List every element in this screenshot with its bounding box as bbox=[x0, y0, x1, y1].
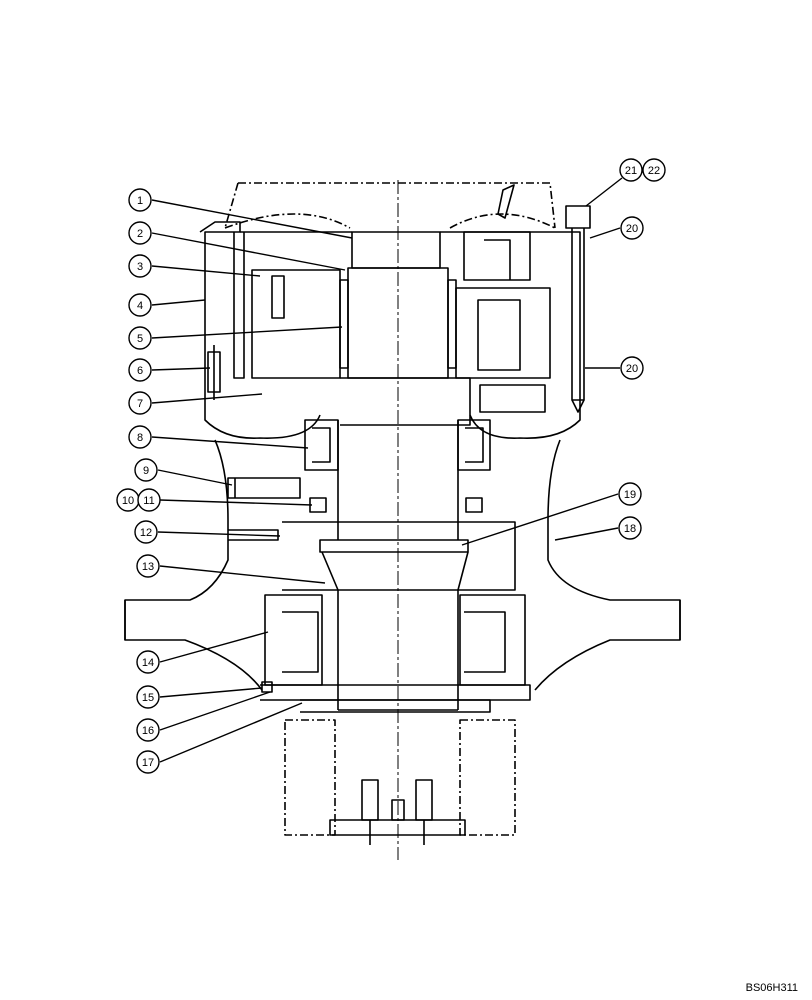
callout-7: 7 bbox=[128, 391, 263, 415]
svg-text:9: 9 bbox=[143, 465, 149, 477]
svg-text:11: 11 bbox=[143, 495, 154, 507]
svg-text:5: 5 bbox=[137, 333, 143, 345]
svg-text:15: 15 bbox=[142, 692, 154, 704]
svg-text:8: 8 bbox=[137, 432, 143, 444]
planet-gear-right bbox=[455, 287, 551, 379]
svg-text:22: 22 bbox=[648, 165, 660, 177]
oil-seal-left bbox=[309, 497, 327, 513]
svg-text:7: 7 bbox=[137, 398, 143, 410]
svg-text:10: 10 bbox=[122, 495, 134, 507]
callout-10: 10 bbox=[116, 488, 140, 512]
callout-8: 8 bbox=[128, 425, 309, 449]
retainer-ring bbox=[260, 684, 531, 701]
callout-21: 21 bbox=[585, 158, 643, 207]
callout-18: 18 bbox=[554, 516, 642, 541]
callout-15: 15 bbox=[136, 685, 263, 709]
svg-text:20: 20 bbox=[626, 363, 638, 375]
right-bolt-tip bbox=[571, 399, 585, 413]
svg-text:3: 3 bbox=[137, 261, 143, 273]
svg-text:17: 17 bbox=[142, 757, 154, 769]
callout-1: 1 bbox=[128, 188, 353, 239]
right-bolt-shank bbox=[571, 228, 585, 401]
o-ring-left bbox=[261, 681, 273, 693]
svg-text:6: 6 bbox=[137, 365, 143, 377]
svg-text:20: 20 bbox=[626, 223, 638, 235]
callout-22: 22 bbox=[642, 158, 666, 182]
callout-14: 14 bbox=[136, 631, 269, 674]
carrier-lower-flange bbox=[479, 384, 546, 413]
callout-17: 17 bbox=[136, 702, 303, 774]
level-plug bbox=[228, 529, 279, 541]
callout-11: 11 bbox=[137, 488, 313, 512]
svg-text:14: 14 bbox=[142, 657, 154, 669]
shaft-bolt-left bbox=[361, 779, 379, 845]
svg-text:16: 16 bbox=[142, 725, 154, 737]
svg-text:21: 21 bbox=[625, 165, 637, 177]
svg-text:18: 18 bbox=[624, 523, 636, 535]
upper-housing-right bbox=[469, 231, 581, 439]
output-shaft bbox=[321, 551, 469, 710]
oil-seal-right bbox=[465, 497, 483, 513]
svg-text:4: 4 bbox=[137, 300, 143, 312]
callout-2: 2 bbox=[128, 221, 346, 271]
upper-planet bbox=[463, 231, 531, 281]
sun-gear-teeth-right bbox=[447, 279, 457, 369]
callout-4: 4 bbox=[128, 293, 206, 317]
sun-gear-teeth-left bbox=[339, 279, 349, 369]
pipe-fitting bbox=[497, 184, 515, 219]
callout-13: 13 bbox=[136, 554, 326, 584]
motor-outline bbox=[224, 182, 556, 229]
callout-6: 6 bbox=[128, 358, 211, 382]
callout-20-lower: 20 bbox=[585, 356, 644, 380]
upper-housing bbox=[199, 221, 321, 439]
carrier-plate bbox=[340, 377, 471, 426]
callout-5: 5 bbox=[128, 326, 343, 350]
lower-housing-left bbox=[124, 439, 263, 691]
callout-9: 9 bbox=[134, 458, 233, 486]
callout-19: 19 bbox=[461, 482, 642, 546]
lower-housing-right bbox=[534, 439, 681, 691]
lower-housing-flange bbox=[124, 600, 681, 640]
svg-text:12: 12 bbox=[140, 527, 152, 539]
svg-text:13: 13 bbox=[142, 561, 154, 573]
lower-bearing-left bbox=[264, 594, 323, 686]
collar-body bbox=[282, 521, 516, 591]
pinion-shaft bbox=[337, 420, 459, 540]
svg-text:1: 1 bbox=[137, 195, 143, 207]
ring-gear-left bbox=[251, 269, 341, 379]
svg-text:2: 2 bbox=[137, 228, 143, 240]
callout-16: 16 bbox=[136, 691, 271, 742]
motor-flange-dashed bbox=[224, 213, 556, 229]
callout-20-upper: 20 bbox=[589, 216, 644, 240]
shaft-bolt-center bbox=[391, 799, 405, 821]
left-bolt bbox=[233, 232, 245, 379]
upper-bearing-right bbox=[457, 419, 491, 471]
drain-plug bbox=[227, 477, 301, 499]
upper-spline bbox=[351, 231, 441, 269]
shaft-bolt-right bbox=[415, 779, 433, 845]
svg-text:19: 19 bbox=[624, 489, 636, 501]
retainer-plate bbox=[300, 699, 491, 713]
drawing-reference-code: BS06H311 bbox=[745, 982, 798, 994]
left-dowel-pin bbox=[207, 345, 221, 400]
pinion-gear-outline bbox=[284, 719, 516, 836]
lower-bearing-right bbox=[459, 594, 526, 686]
callout-3: 3 bbox=[128, 254, 261, 278]
thrust-washer bbox=[271, 275, 285, 319]
callout-12: 12 bbox=[134, 520, 281, 544]
planet-pin bbox=[477, 299, 521, 371]
right-bolt-head bbox=[565, 205, 591, 229]
spacer-collar bbox=[319, 539, 469, 553]
